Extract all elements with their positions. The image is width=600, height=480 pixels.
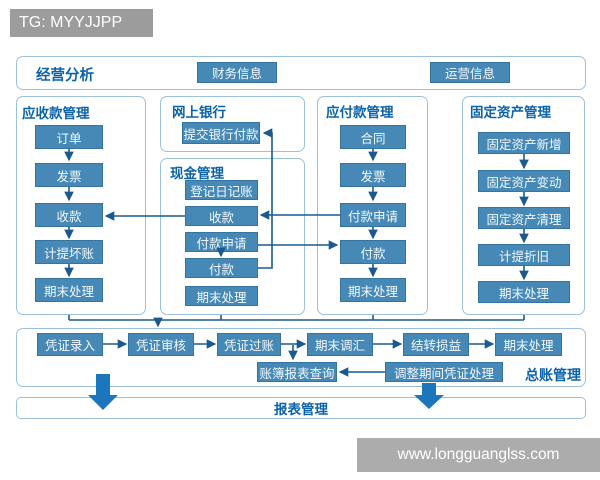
receivables-title: 应收款管理: [22, 106, 90, 121]
flow-box-cash-payment-request: 付款申请: [185, 232, 258, 252]
flow-box-cash-receipt: 收款: [185, 206, 258, 226]
flow-box-voucher-entry: 凭证录入: [37, 333, 103, 356]
flow-box-submit-bank-payment: 提交银行付款: [182, 122, 260, 144]
flow-box-pl-carryforward: 结转损益: [403, 333, 469, 356]
flow-box-gl-period-end: 期末处理: [495, 333, 562, 356]
flow-box-voucher-review: 凭证审核: [128, 333, 194, 356]
flow-box-journal: 登记日记账: [185, 180, 258, 200]
flow-box-ar-invoice: 发票: [35, 163, 103, 187]
general-ledger-title: 总账管理: [525, 367, 581, 383]
flow-box-ap-period-end: 期末处理: [340, 278, 406, 302]
flow-box-ap-payment: 付款: [340, 240, 406, 264]
flow-box-order: 订单: [35, 125, 103, 149]
flow-box-adjust-period-voucher: 调整期间凭证处理: [385, 362, 503, 382]
flow-box-fa-disposal: 固定资产清理: [478, 207, 570, 229]
online-banking-title: 网上银行: [172, 105, 226, 120]
flow-box-fa-add: 固定资产新增: [478, 132, 570, 154]
flow-box-bad-debt: 计提坏账: [35, 240, 103, 264]
watermark-site-bar: www.longguanglss.com: [357, 438, 600, 472]
flow-box-ap-invoice: 发票: [340, 163, 406, 187]
flow-box-contract: 合同: [340, 125, 406, 149]
flow-box-depreciation: 计提折旧: [478, 244, 570, 266]
operations-info-node: 运营信息: [430, 62, 510, 83]
watermark-tag-bar: TG: MYYJJPP: [10, 9, 153, 37]
fixed-assets-title: 固定资产管理: [470, 105, 551, 120]
flow-box-voucher-posting: 凭证过账: [217, 333, 281, 356]
report-management-title: 报表管理: [274, 402, 328, 417]
flow-box-fa-change: 固定资产变动: [478, 170, 570, 192]
report-management-bar: 报表管理: [16, 397, 586, 419]
business-analysis-title: 经营分析: [36, 68, 94, 84]
flow-box-cash-payment: 付款: [185, 258, 258, 278]
flow-box-fx-adjustment: 期末调汇: [307, 333, 373, 356]
flow-box-ap-payment-request: 付款申请: [340, 203, 406, 227]
flow-box-ledger-report-query: 账簿报表查询: [257, 362, 337, 382]
flow-box-ar-period-end: 期末处理: [35, 278, 103, 302]
financial-info-node: 财务信息: [197, 62, 277, 83]
flow-box-ar-receipt: 收款: [35, 203, 103, 227]
flow-box-cash-period-end: 期末处理: [185, 286, 258, 306]
payables-title: 应付款管理: [326, 105, 394, 120]
cash-management-title: 现金管理: [170, 166, 224, 181]
flow-box-fa-period-end: 期末处理: [478, 281, 570, 303]
